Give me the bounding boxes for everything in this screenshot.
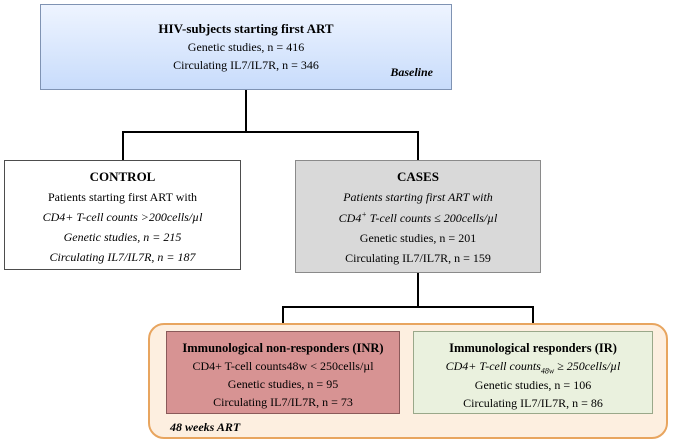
cases-genetic: Genetic studies, n = 201 [359,231,477,245]
cases-box: CASES Patients starting first ART with C… [295,160,541,273]
control-criterion-line1: Patients starting first ART with [47,190,198,204]
ir-title: Immunological responders (IR) [449,341,617,355]
inr-box: Immunological non-responders (INR) CD4+ … [166,331,400,414]
ir-criterion-pre: CD4+ T-cell counts [445,359,541,373]
connector-split-outcomes [282,306,534,308]
inr-circulating: Circulating IL7/IL7R, n = 73 [213,395,353,409]
followup-tag: 48 weeks ART [170,420,241,434]
cases-circulating: Circulating IL7/IL7R, n = 159 [345,251,491,265]
ir-criterion-sub: 48w [540,366,555,376]
cases-criterion-cd4: CD4 [338,211,362,225]
baseline-title: HIV-subjects starting first ART [158,21,334,36]
cases-criterion-rest: T-cell counts ≤ 200cells/µl [366,211,498,225]
cases-criterion-line2: CD4+ T-cell counts ≤ 200cells/µl [296,210,540,226]
connector-cases-down [417,273,419,307]
inr-title: Immunological non-responders (INR) [182,341,384,355]
cases-title: CASES [397,169,439,184]
ir-box: Immunological responders (IR) CD4+ T-cel… [413,331,653,414]
inr-criterion: CD4+ T-cell counts48w < 250cells/µl [192,359,374,373]
connector-to-cases [417,131,419,160]
ir-circulating: Circulating IL7/IL7R, n = 86 [463,396,603,411]
connector-to-control [122,131,124,160]
cases-criterion-line1: Patients starting first ART with [343,190,493,204]
connector-to-ir [532,306,534,331]
baseline-box: HIV-subjects starting first ART Genetic … [40,4,452,90]
baseline-circulating: Circulating IL7/IL7R, n = 346 [173,58,319,72]
control-genetic: Genetic studies, n = 215 [63,230,182,244]
connector-to-inr [282,306,284,331]
connector-split-horizontal [122,131,419,133]
control-box: CONTROL Patients starting first ART with… [4,160,241,270]
cases-criterion-sup: + [361,210,367,219]
control-title: CONTROL [89,169,156,184]
inr-genetic: Genetic studies, n = 95 [227,377,339,391]
connector-baseline-down [245,90,247,132]
baseline-genetic: Genetic studies, n = 416 [187,40,305,54]
ir-genetic: Genetic studies, n = 106 [474,378,592,393]
ir-criterion-post: ≥ 250cells/µl [554,359,621,373]
control-circulating: Circulating IL7/IL7R, n = 187 [49,250,196,264]
control-criterion-line2: CD4+ T-cell counts >200cells/µl [42,210,203,224]
baseline-tag: Baseline [390,65,433,79]
ir-criterion: CD4+ T-cell counts48w ≥ 250cells/µl [414,359,652,375]
